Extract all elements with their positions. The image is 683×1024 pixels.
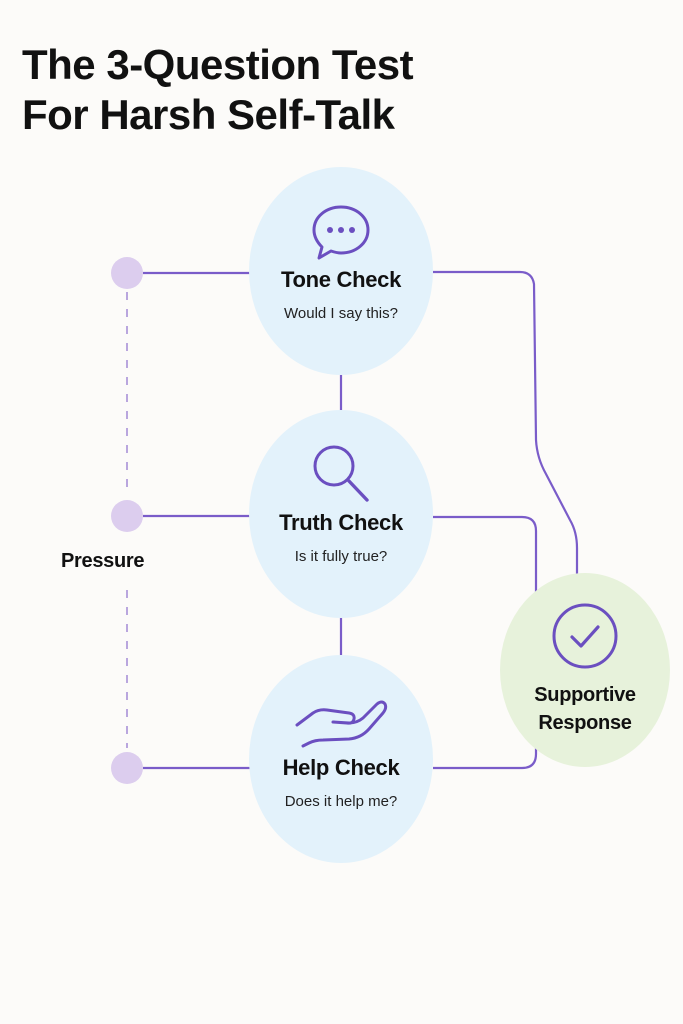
truth-check-label: Truth Check: [279, 510, 403, 535]
title-line-2: For Harsh Self-Talk: [22, 91, 395, 138]
connector-tone-result: [433, 270, 579, 574]
help-check-question: Does it help me?: [284, 793, 398, 810]
truth-check-question: Is it fully true?: [294, 548, 388, 565]
connector-help-result: [433, 738, 538, 770]
supportive-response-label: Supportive Response: [500, 681, 670, 737]
title-line-1: The 3-Question Test: [22, 41, 414, 88]
tone-check-label: Tone Check: [280, 267, 402, 292]
pressure-dot-truth: [111, 500, 143, 532]
result-label-line-1: Supportive: [534, 684, 636, 706]
truth-check-node: Truth Check Is it fully true?: [249, 410, 433, 618]
speech-bubble-icon: [309, 201, 373, 268]
tone-check-question: Would I say this?: [284, 305, 398, 322]
open-hand-icon: [291, 695, 391, 754]
tone-check-node: Tone Check Would I say this?: [249, 167, 433, 375]
help-check-node: Help Check Does it help me?: [249, 655, 433, 863]
pressure-dot-help: [111, 752, 143, 784]
pressure-dot-tone: [111, 257, 143, 289]
magnifier-icon: [306, 438, 376, 513]
checkmark-circle-icon: [550, 601, 620, 676]
connector-truth-result: [433, 515, 538, 592]
page-title: The 3-Question Test For Harsh Self-Talk: [22, 40, 662, 140]
result-label-line-2: Response: [538, 712, 632, 734]
supportive-response-node: Supportive Response: [500, 573, 670, 767]
pressure-label: Pressure: [61, 550, 145, 572]
help-check-label: Help Check: [282, 755, 400, 780]
